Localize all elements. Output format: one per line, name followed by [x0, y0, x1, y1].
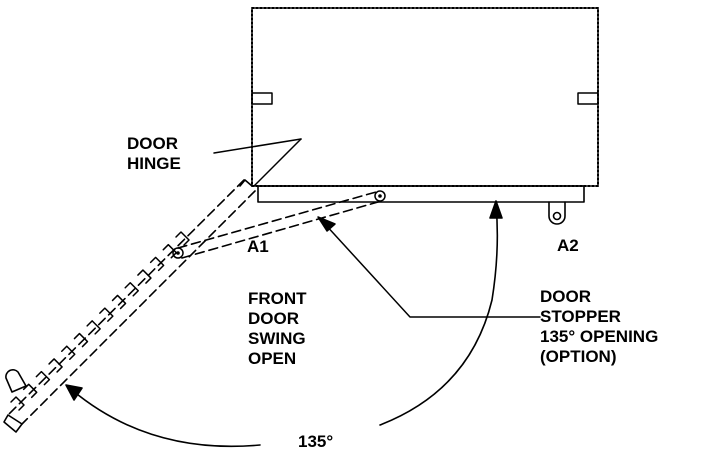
bracket-a2 — [548, 201, 566, 225]
angle-label: 135° — [298, 432, 334, 451]
hinge-lug — [137, 269, 152, 284]
cabinet-tab-left — [251, 92, 273, 105]
hinge-lug — [149, 256, 165, 272]
hinge-lug — [73, 332, 89, 348]
door-closed-strip — [257, 185, 585, 203]
door-hinge-line-1: DOOR — [127, 134, 178, 153]
ds-line-3: 135° OPENING — [540, 327, 659, 346]
fdso-line-2: DOOR — [248, 309, 299, 328]
hinge-lug — [99, 307, 114, 322]
hinge-lug — [22, 383, 38, 399]
ds-line-2: STOPPER — [540, 307, 621, 326]
hinge-lug — [175, 231, 190, 246]
a2-label: A2 — [557, 236, 579, 255]
ds-line-4: (OPTION) — [540, 347, 617, 366]
hinge-lug — [10, 396, 25, 411]
hinge-lug — [35, 370, 51, 386]
a1-label: A1 — [247, 237, 269, 256]
hinge-lug — [48, 358, 63, 373]
hinge-lug — [86, 320, 101, 335]
hinge-lug — [124, 282, 139, 297]
door-hinge-leader — [213, 138, 302, 187]
angle-arc — [65, 200, 503, 448]
door-swung-open — [7, 179, 256, 425]
cabinet-body — [251, 7, 599, 187]
door-hinge-line-2: HINGE — [127, 154, 181, 173]
door-end-piece — [3, 414, 23, 433]
ds-line-1: DOOR — [540, 287, 591, 306]
door-hinge-label: DOOR HINGE — [127, 134, 181, 174]
door-stopper-leader — [317, 216, 541, 318]
fdso-line-1: FRONT — [248, 289, 307, 308]
hinge-lug — [111, 294, 127, 310]
cabinet-tab-right — [577, 92, 599, 105]
door-hinge-lugs — [10, 231, 190, 411]
stopper-arm — [177, 191, 379, 259]
front-door-swing-open-label: FRONT DOOR SWING OPEN — [248, 289, 307, 369]
fdso-line-3: SWING — [248, 329, 306, 348]
door-stopper-label: DOOR STOPPER 135° OPENING (OPTION) — [540, 287, 658, 367]
pivot-point — [374, 190, 386, 202]
hinge-lug — [61, 345, 76, 360]
fdso-line-4: OPEN — [248, 349, 297, 368]
